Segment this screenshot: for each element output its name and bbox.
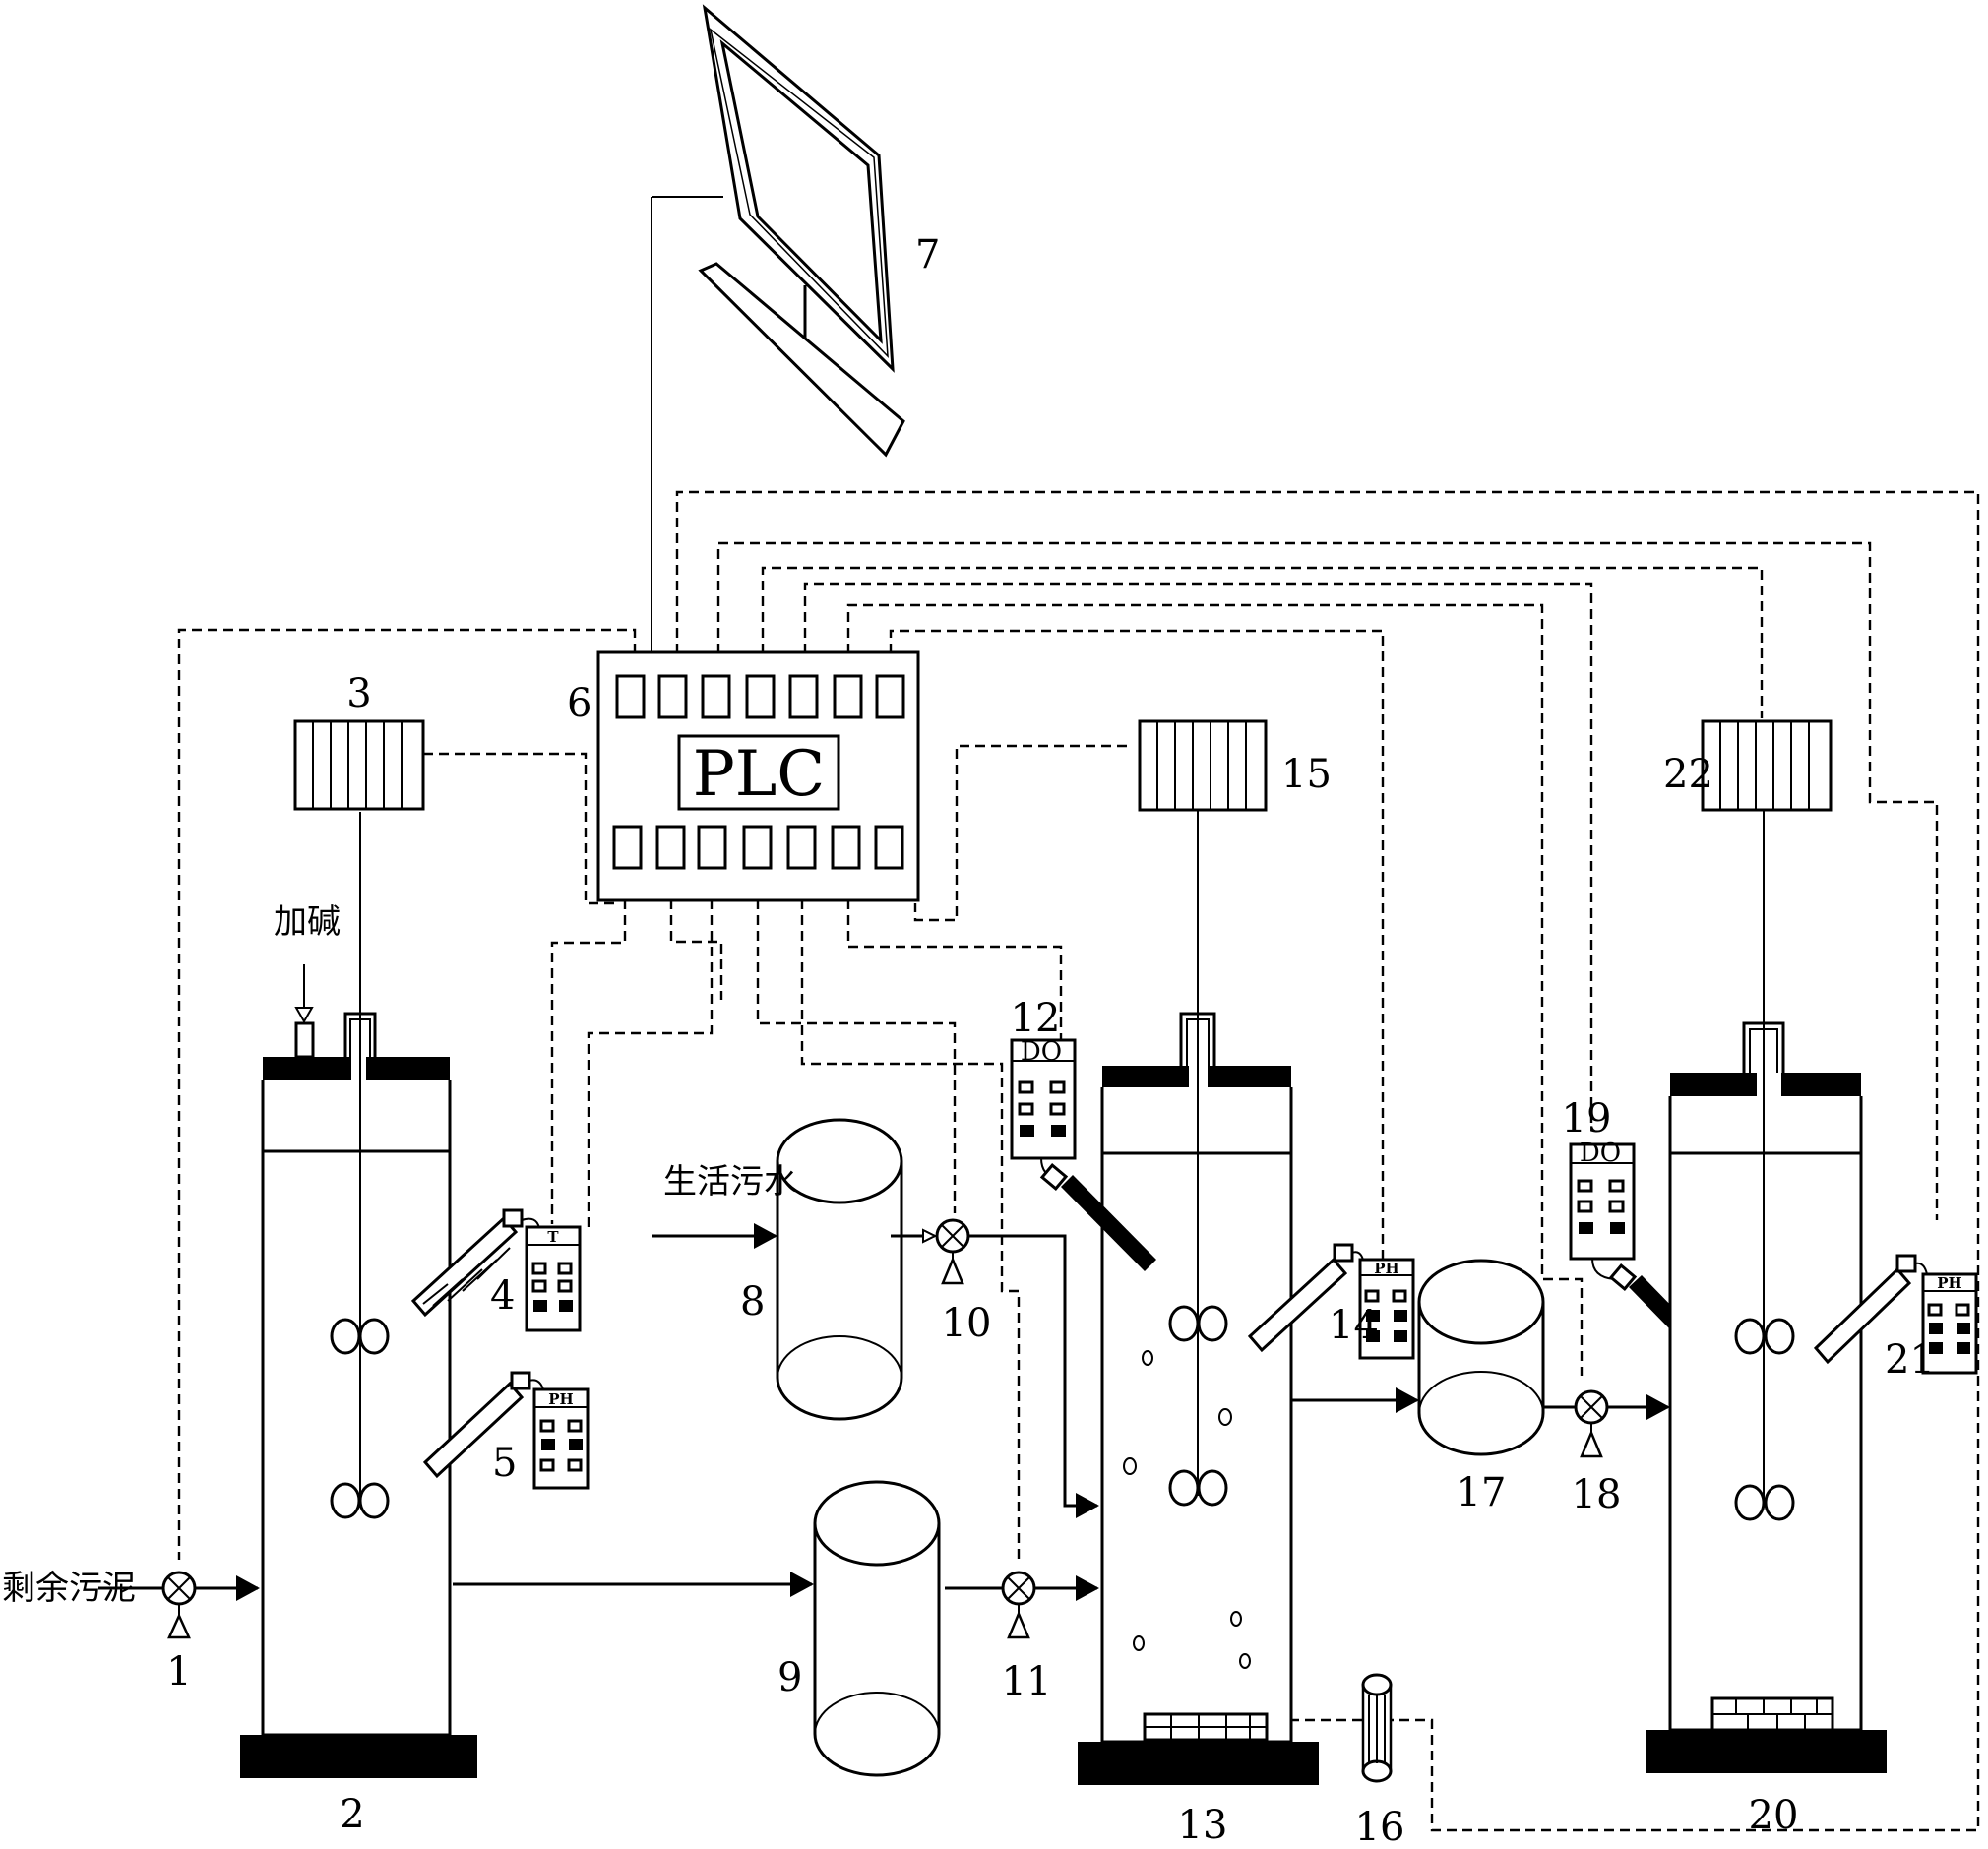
meter-4 — [525, 1225, 582, 1332]
computer-keyboard — [698, 262, 905, 458]
probe-4 — [410, 1208, 540, 1318]
label-9: 9 — [777, 1655, 802, 1700]
label-19: 19 — [1562, 1096, 1612, 1141]
label-22: 22 — [1663, 752, 1713, 797]
meter-21 — [1921, 1272, 1978, 1375]
tank-8 — [776, 1118, 903, 1421]
heater-3 — [293, 719, 425, 811]
do-probe-12 — [1039, 1157, 1156, 1271]
label-8: 8 — [740, 1279, 765, 1325]
excess-sludge-label: 剩余污泥 — [2, 1569, 136, 1608]
add-alkali-label: 加碱 — [274, 902, 341, 942]
computer-monitor — [702, 4, 895, 373]
label-17: 17 — [1457, 1470, 1507, 1515]
valve-18 — [1574, 1389, 1609, 1458]
meter-12-text: DO — [1021, 1037, 1062, 1067]
plc-controller — [596, 650, 920, 902]
label-20: 20 — [1749, 1793, 1799, 1838]
meter-21-text: PH — [1937, 1274, 1961, 1292]
valve-1 — [161, 1571, 197, 1639]
label-5: 5 — [492, 1441, 517, 1486]
meter-14 — [1358, 1258, 1415, 1360]
label-12: 12 — [1011, 996, 1061, 1041]
label-18: 18 — [1572, 1472, 1622, 1517]
process-lines — [98, 196, 1670, 1601]
reactor-13 — [1078, 802, 1319, 1785]
label-15: 15 — [1281, 752, 1332, 797]
label-2: 2 — [340, 1792, 364, 1837]
plc-label: PLC — [693, 738, 826, 811]
label-3: 3 — [346, 671, 371, 716]
tank-17 — [1417, 1259, 1545, 1456]
meter-5 — [532, 1387, 590, 1490]
heater-15 — [1138, 719, 1268, 812]
valve-11 — [1001, 1571, 1036, 1639]
meter-5-text: PH — [548, 1390, 573, 1408]
probe-5 — [422, 1371, 544, 1479]
tank-9 — [813, 1480, 941, 1777]
label-16: 16 — [1355, 1805, 1405, 1849]
label-21: 21 — [1885, 1337, 1935, 1383]
label-4: 4 — [490, 1273, 515, 1319]
meter-12 — [1010, 1038, 1077, 1160]
signal-lines — [177, 490, 1980, 1832]
valve-10 — [922, 1218, 970, 1285]
label-13: 13 — [1178, 1803, 1228, 1848]
label-6: 6 — [567, 681, 591, 726]
pump-16 — [1361, 1673, 1393, 1783]
meter-19 — [1569, 1142, 1636, 1261]
heater-22 — [1701, 719, 1833, 812]
label-14: 14 — [1329, 1303, 1379, 1348]
meter-14-text: PH — [1374, 1260, 1398, 1277]
label-1: 1 — [166, 1649, 191, 1695]
label-7: 7 — [915, 232, 940, 277]
reactor-20 — [1646, 810, 1887, 1773]
reactor-2 — [240, 812, 477, 1778]
probe-21 — [1813, 1254, 1928, 1365]
meter-19-text: DO — [1580, 1139, 1621, 1168]
probe-14 — [1247, 1243, 1364, 1353]
label-10: 10 — [942, 1301, 992, 1346]
meter-4-text: T — [547, 1228, 559, 1246]
domestic-sewage-label: 生活污水 — [663, 1162, 797, 1202]
label-11: 11 — [1002, 1659, 1052, 1704]
